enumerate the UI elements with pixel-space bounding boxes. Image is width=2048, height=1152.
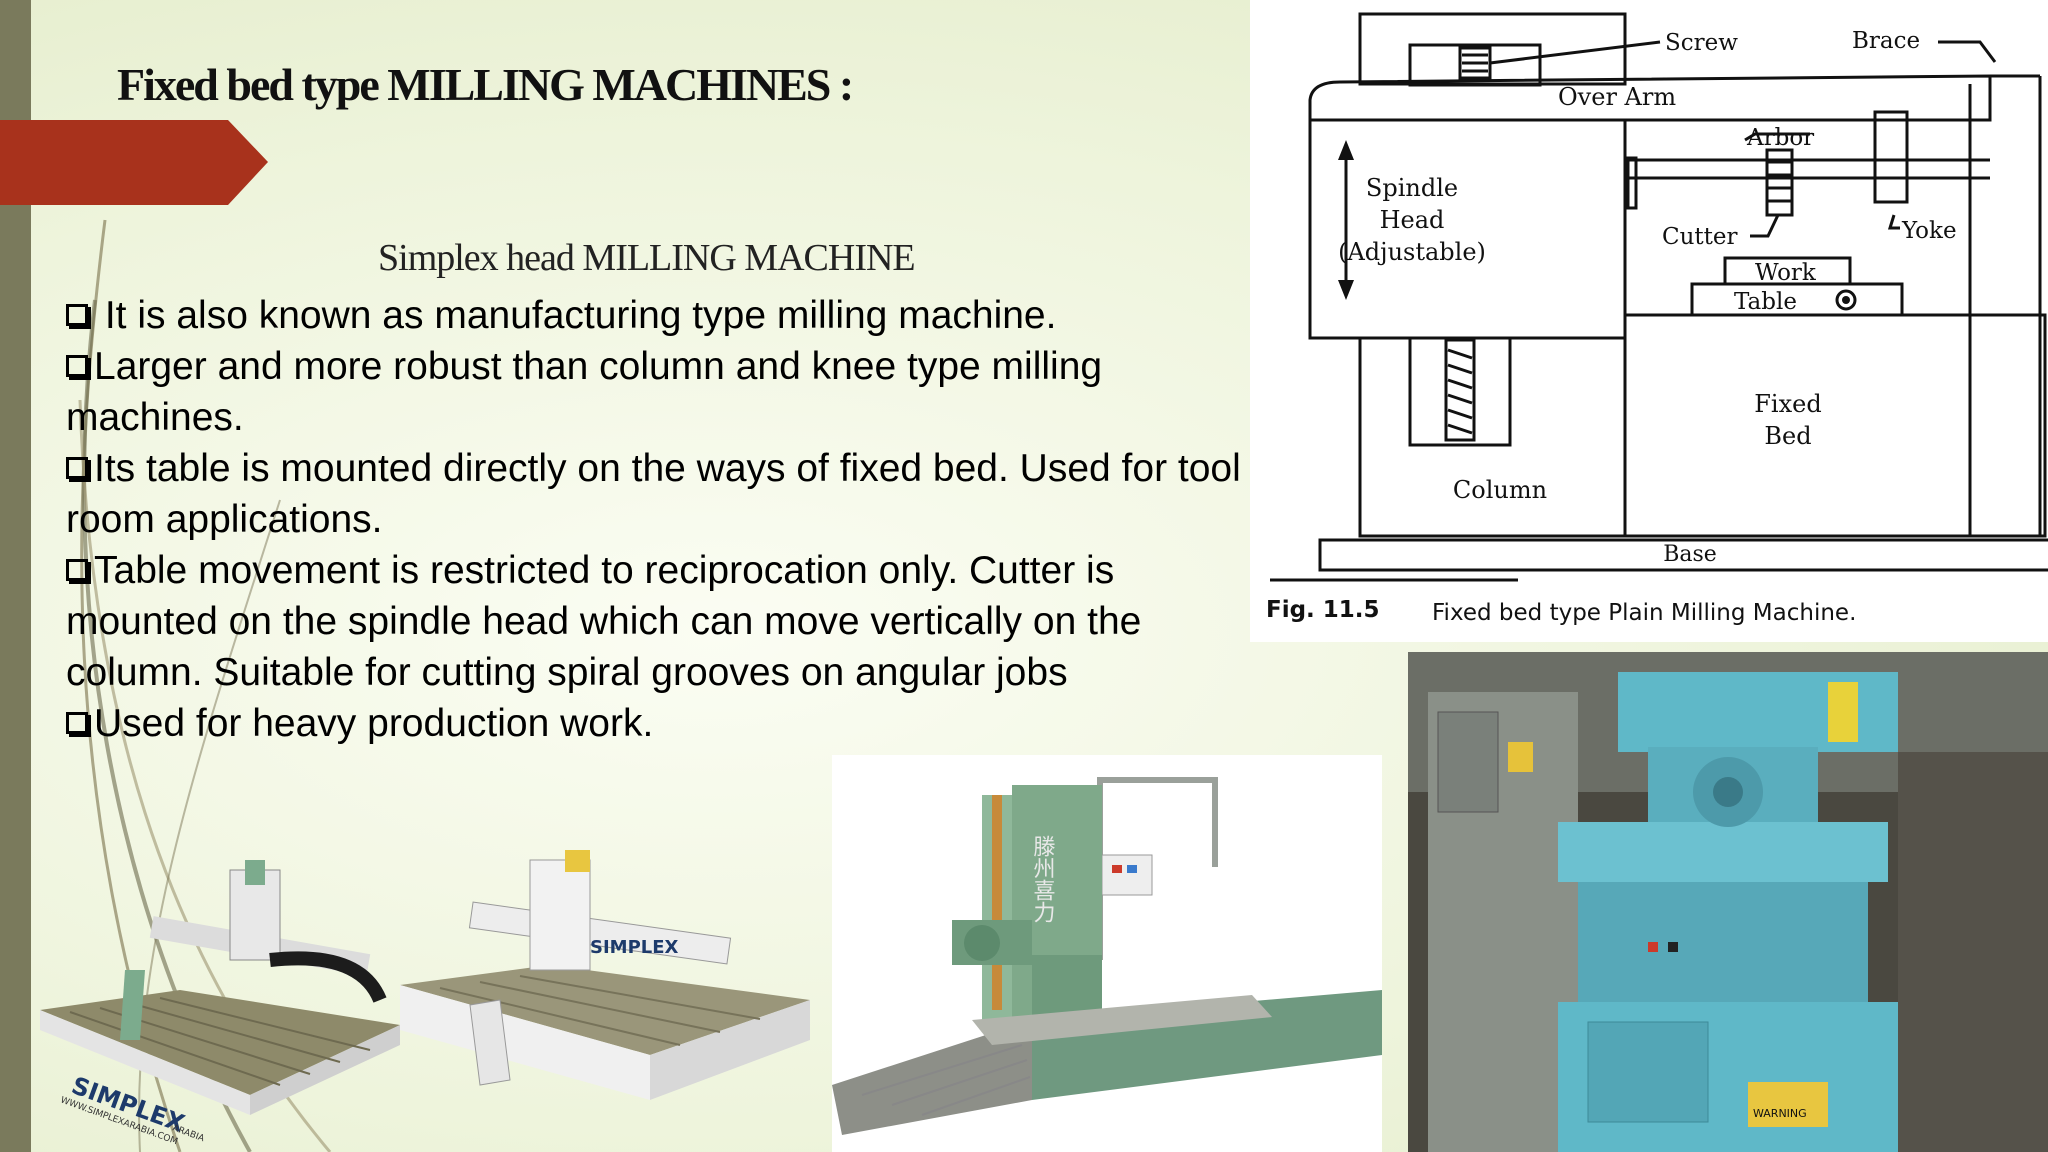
bullet-item: Used for heavy production work. <box>66 698 1256 749</box>
warning-label: WARNING <box>1753 1107 1807 1120</box>
blue-milling-machine-photo: WARNING <box>1408 652 2048 1152</box>
slide-subtitle: Simplex head MILLING MACHINE <box>378 237 916 279</box>
label-fixed: Fixed <box>1754 390 1821 418</box>
bullet-list: It is also known as manufacturing type m… <box>66 290 1256 749</box>
bullet-item: Its table is mounted directly on the way… <box>66 443 1256 545</box>
label-bed: Bed <box>1764 422 1811 450</box>
figure-number: Fig. 11.5 <box>1266 597 1380 623</box>
slide-title: Fixed bed type MILLING MACHINES : <box>117 59 854 110</box>
bullet-text: Used for heavy production work. <box>94 702 654 745</box>
label-table: Table <box>1734 289 1797 315</box>
label-cutter: Cutter <box>1662 224 1738 250</box>
label-screw: Screw <box>1665 30 1738 56</box>
label-arbor: Arbor <box>1746 125 1814 151</box>
title-accent-arrow <box>0 120 268 205</box>
label-adjustable: (Adjustable) <box>1338 238 1486 266</box>
milling-machine-diagram: Screw Brace Over Arm Arbor Spindle Head … <box>1250 0 2048 642</box>
checkbox-bullet-icon <box>66 355 88 377</box>
bullet-item: It is also known as manufacturing type m… <box>66 290 1256 341</box>
bullet-text: Its table is mounted directly on the way… <box>66 447 1241 541</box>
bed-machine-label: 滕州喜力 <box>1030 835 1056 923</box>
fixed-bed-machine-photo: 滕州喜力 <box>832 755 1382 1152</box>
bullet-item: Larger and more robust than column and k… <box>66 341 1256 443</box>
bullet-item: Table movement is restricted to reciproc… <box>66 545 1256 698</box>
label-head: Head <box>1380 206 1445 234</box>
label-over-arm: Over Arm <box>1558 83 1676 111</box>
bullet-text: Table movement is restricted to reciproc… <box>66 549 1142 694</box>
label-yoke: Yoke <box>1901 218 1957 244</box>
cnc-brand-2: SIMPLEX <box>590 937 679 958</box>
checkbox-bullet-icon <box>66 559 88 581</box>
figure-caption: Fixed bed type Plain Milling Machine. <box>1432 600 1856 626</box>
bullet-text: Larger and more robust than column and k… <box>66 345 1103 439</box>
label-base: Base <box>1663 542 1717 567</box>
checkbox-bullet-icon <box>66 712 88 734</box>
checkbox-bullet-icon <box>66 457 88 479</box>
label-work: Work <box>1755 260 1817 286</box>
checkbox-bullet-icon <box>66 304 88 326</box>
cnc-router-photo: SIMPLEX WWW.SIMPLEXARABIA.COM ARABIA SIM… <box>40 850 810 1147</box>
label-brace: Brace <box>1852 28 1920 54</box>
bullet-text: It is also known as manufacturing type m… <box>104 294 1057 337</box>
label-column: Column <box>1453 476 1547 504</box>
label-spindle: Spindle <box>1366 174 1458 202</box>
